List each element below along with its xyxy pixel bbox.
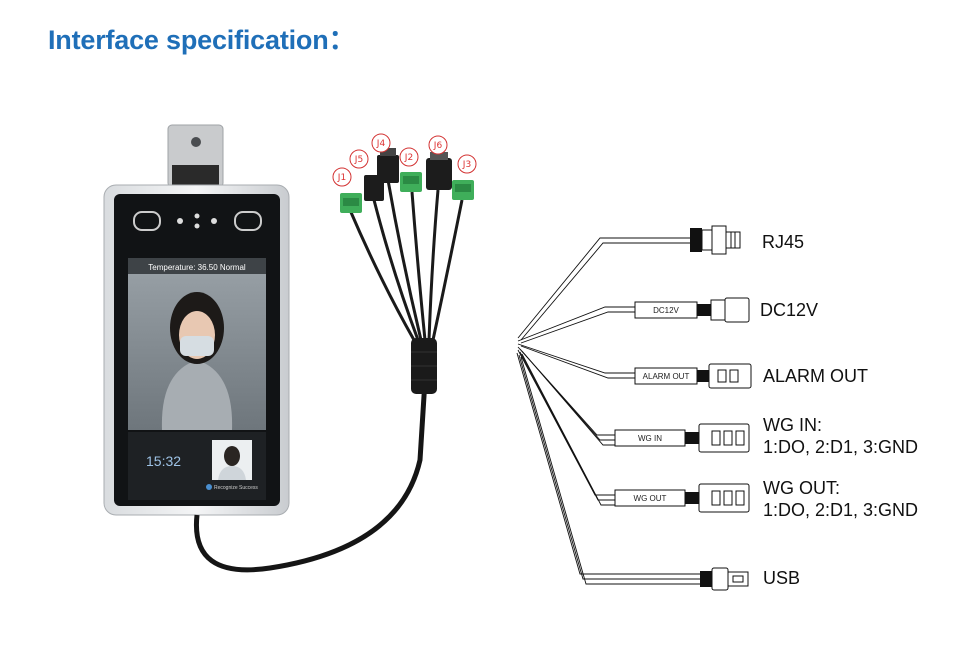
wg-out-tag: WG OUT: [634, 494, 667, 503]
dc12v-label: DC12V: [760, 300, 819, 320]
temperature-banner: Temperature: 36.50 Normal: [148, 263, 246, 272]
page-title: Interface specification：: [48, 25, 356, 55]
wg-in-pinout: 1:DO, 2:D1, 3:GND: [763, 437, 919, 457]
connector-id-circle: [332, 167, 352, 187]
connector-id-j3: J3: [462, 160, 471, 170]
wg-out-plug: [685, 483, 750, 513]
rj45-label: RJ45: [762, 232, 805, 252]
connector-id-j1: J1: [337, 173, 346, 183]
connector-j2: [400, 172, 422, 192]
connector-id-j2: J2: [404, 153, 413, 163]
connector-id-circle: [349, 149, 369, 169]
alarm-out-plug: [697, 363, 752, 389]
connector-id-circle: [428, 135, 448, 155]
dc12v-tag: DC12V: [653, 306, 679, 315]
wiring-lines: [516, 237, 700, 585]
connector-id-circle: [371, 133, 391, 153]
connector-id-j5: J5: [354, 155, 363, 165]
alarm-out-tag: ALARM OUT: [643, 372, 690, 381]
usb-label: USB: [763, 568, 801, 588]
status-text: Recognize Success: [214, 485, 258, 491]
connector-id-circle: [399, 147, 419, 167]
connector-id-j4: J4: [376, 139, 386, 149]
wg-in-tag: WG IN: [638, 434, 662, 443]
wg-out-pinout: 1:DO, 2:D1, 3:GND: [763, 500, 919, 520]
face-recognition-terminal: Temperature: 36.50 Normal 15:32 Recogniz…: [103, 124, 290, 516]
connector-id-circle: [457, 154, 477, 174]
connector-j4: [377, 148, 399, 183]
dc12v-plug: [697, 297, 750, 323]
clock-readout: 15:32: [146, 453, 181, 469]
alarm-out-label: ALARM OUT: [763, 366, 869, 386]
connector-j1: [340, 193, 362, 213]
wg-in-label: WG IN:: [763, 415, 822, 435]
wg-in-plug: [685, 423, 750, 453]
connector-id-j6: J6: [433, 141, 443, 151]
connector-j6: [426, 152, 452, 190]
rj45-plug: [690, 225, 741, 255]
usb-plug: [700, 567, 749, 591]
pigtail-cables: [348, 179, 464, 341]
connector-j3: [452, 180, 474, 200]
wg-out-label: WG OUT:: [763, 478, 840, 498]
